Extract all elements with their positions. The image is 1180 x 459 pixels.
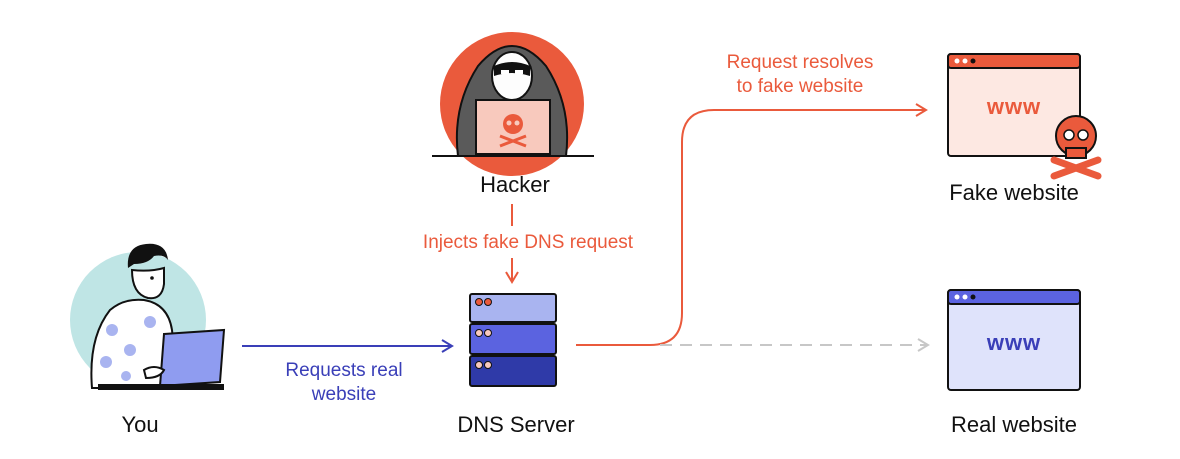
- request-label-line2: website: [311, 384, 376, 405]
- hacker-node: Hacker: [432, 32, 594, 197]
- fake-window-text: www: [986, 94, 1041, 119]
- hacker-label: Hacker: [480, 172, 550, 197]
- you-node: You: [70, 243, 226, 437]
- dns-node: DNS Server: [457, 293, 575, 437]
- resolve-label-line2: to fake website: [737, 76, 864, 97]
- you-label: You: [121, 412, 158, 437]
- request-label-line1: Requests real: [285, 360, 402, 381]
- skull-crossbones-icon: [499, 114, 527, 148]
- dns-label: DNS Server: [457, 412, 574, 437]
- request-edge: Requests real website: [242, 339, 454, 405]
- inject-label: Injects fake DNS request: [423, 232, 634, 253]
- real-window-text: www: [986, 330, 1041, 355]
- resolve-edge: Request resolves to fake website: [576, 52, 928, 346]
- inject-edge: Injects fake DNS request: [423, 204, 634, 284]
- fake-website-node: www Fake website: [947, 53, 1102, 205]
- real-website-label: Real website: [951, 412, 1077, 437]
- browser-window-icon: www: [947, 289, 1081, 391]
- person-with-laptop-icon: [70, 243, 226, 390]
- skull-crossbones-icon: [1050, 115, 1102, 180]
- hooded-hacker-icon: [432, 32, 594, 176]
- real-website-node: www Real website: [947, 289, 1081, 437]
- server-stack-icon: [469, 293, 557, 387]
- browser-window-icon: www: [947, 53, 1081, 157]
- resolve-label-line1: Request resolves: [727, 52, 874, 73]
- fake-website-label: Fake website: [949, 180, 1079, 205]
